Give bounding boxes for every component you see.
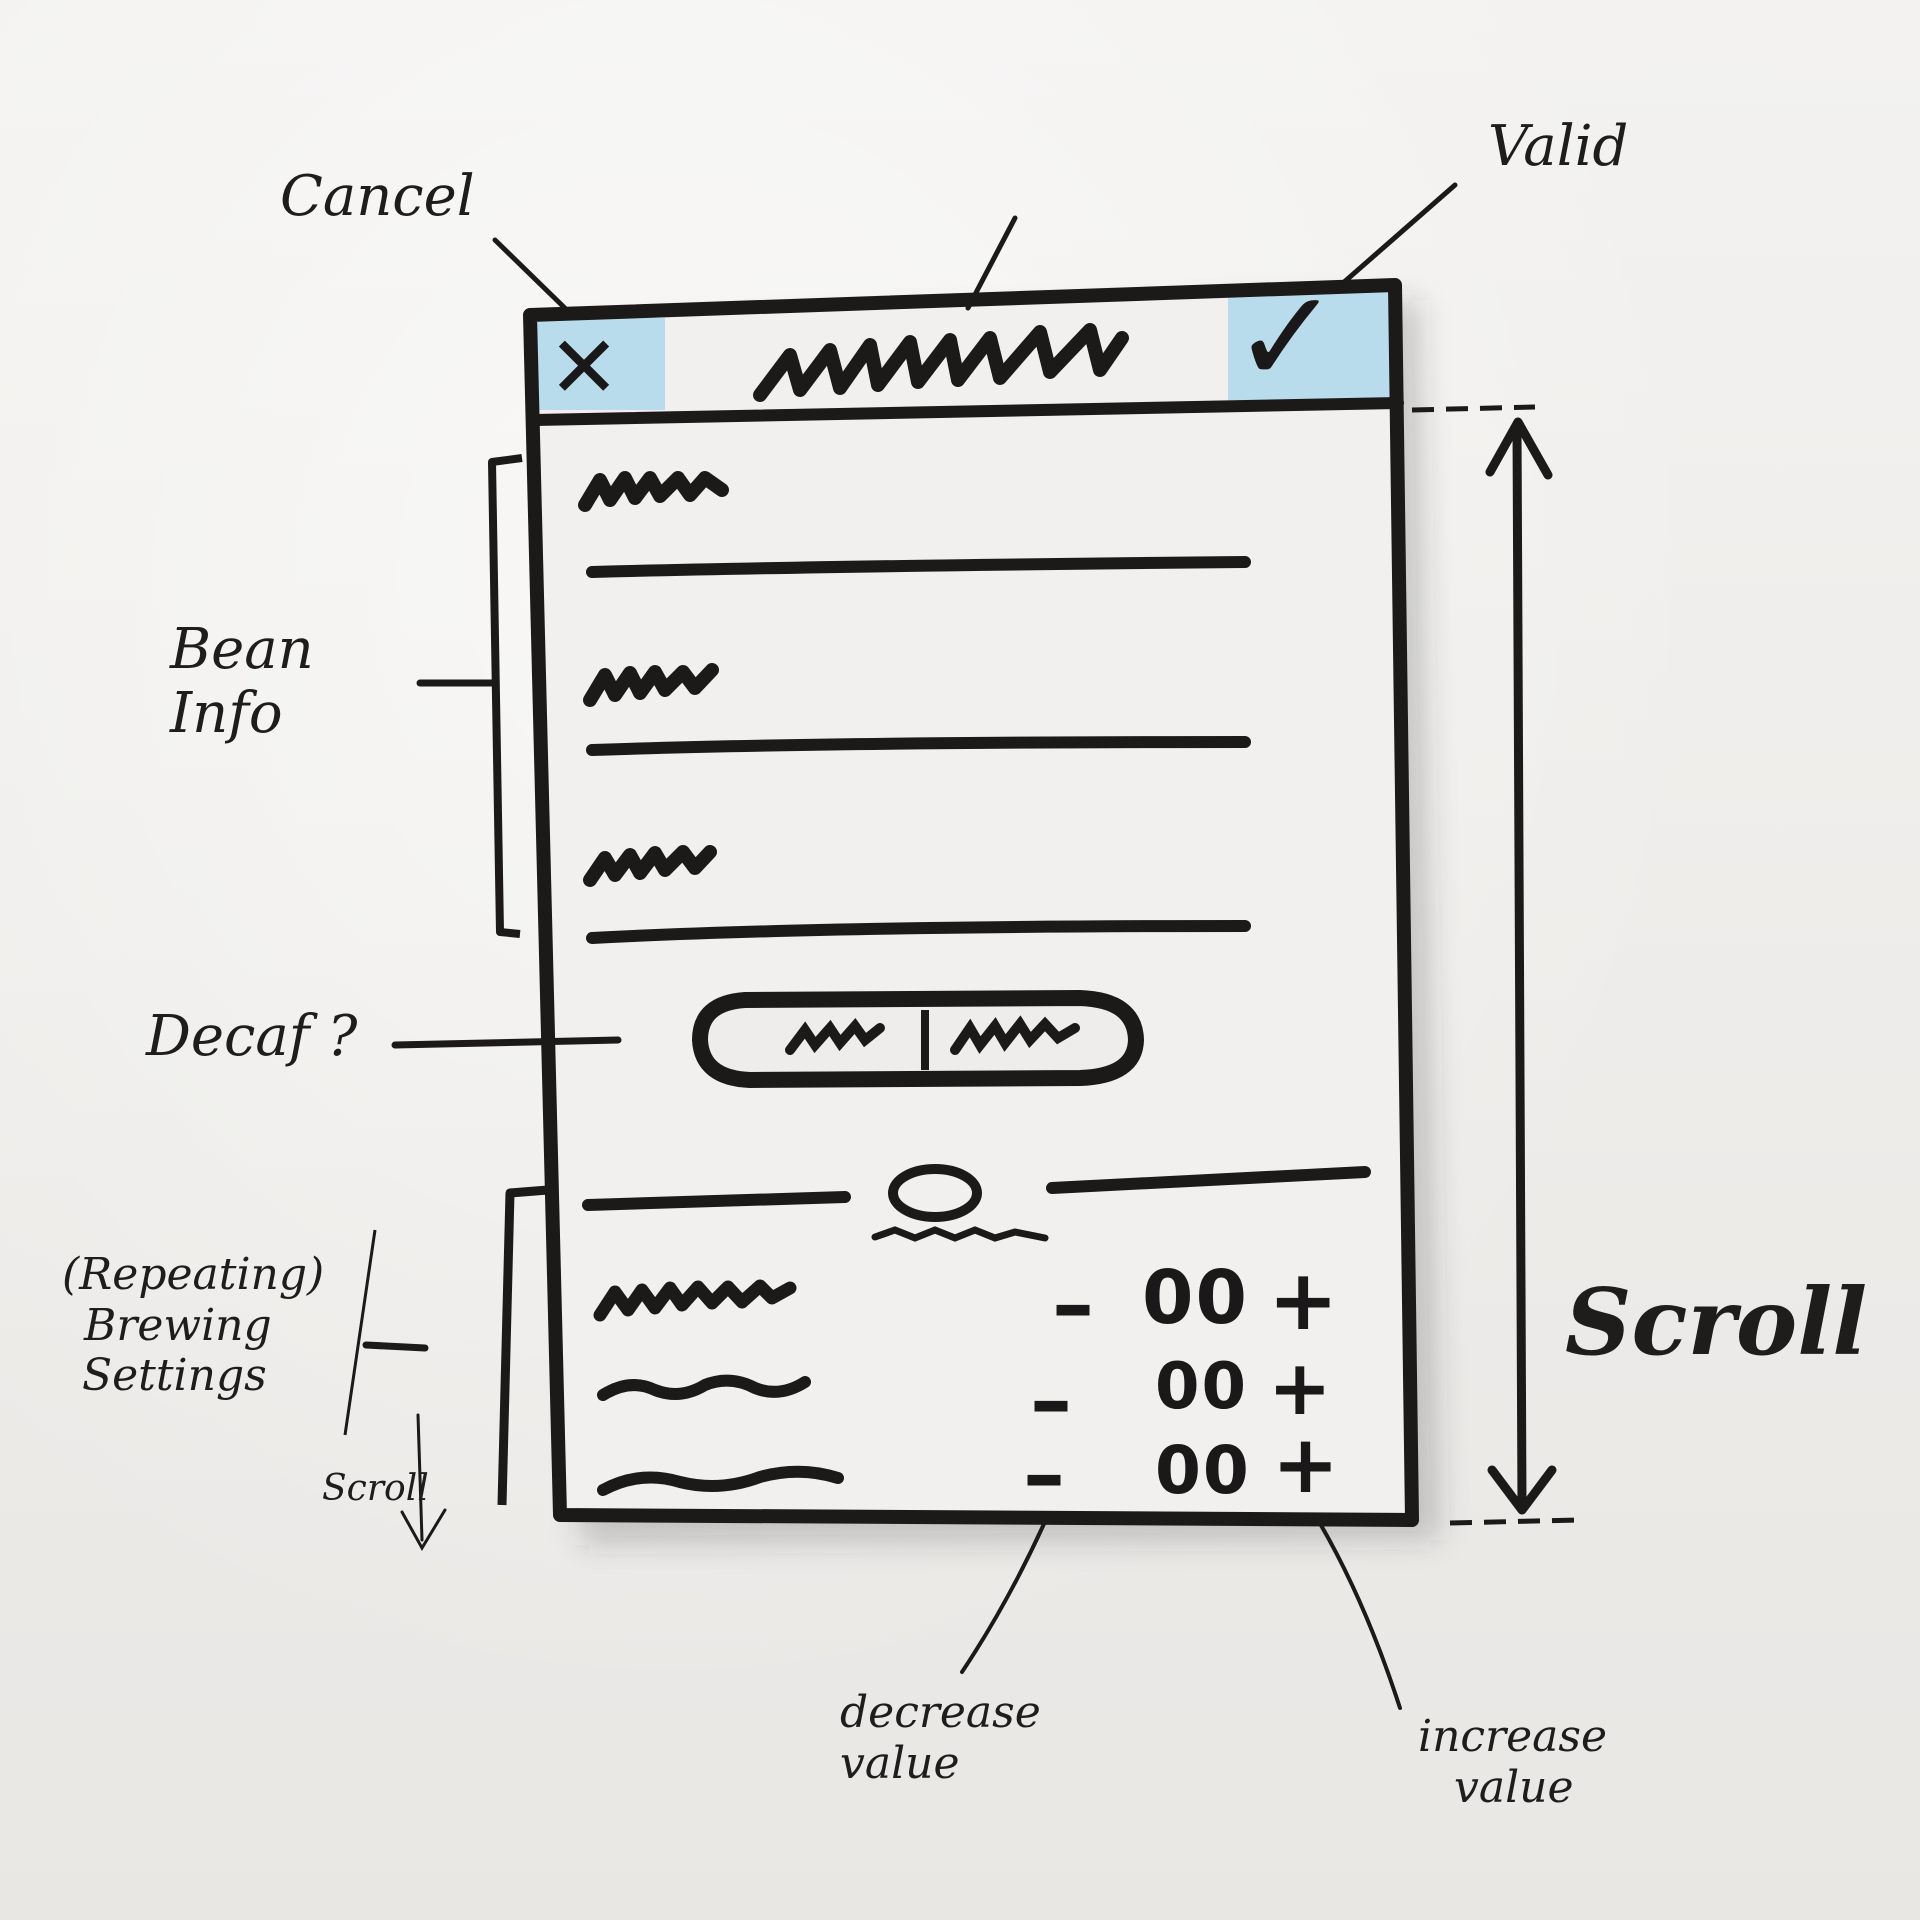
scroll-range-top [1411,404,1536,413]
bean-field-1[interactable] [585,465,1255,575]
cancel-button-bg [535,318,665,410]
annotation-bean-info-line2: Info [170,681,283,747]
annotation-cancel: Cancel [280,164,475,229]
header-divider [529,397,1404,426]
annotation-brewing-line2: Brewing [84,1299,272,1351]
brewing-leader [362,1341,429,1352]
annotation-bean-info: Bean Info [170,617,314,747]
scroll-range-bottom [1449,1517,1579,1526]
bean-field-2[interactable] [585,655,1255,755]
stepper-value: 00 [1155,1350,1249,1424]
title-placeholder [753,323,1129,402]
annotation-increase-line1: increase [1418,1711,1607,1762]
increase-button[interactable]: + [1272,1418,1340,1511]
increase-button[interactable]: + [1268,1343,1332,1432]
brewing-slash [343,1229,377,1436]
brew-row-1-label [593,1279,797,1322]
decrease-button[interactable]: – [1023,1425,1065,1523]
section-line-left [582,1191,851,1211]
field-label-3 [583,845,717,887]
valid-leader [1332,182,1458,293]
decaf-option-2-label [950,1015,1080,1055]
annotation-scroll: Scroll [1565,1268,1868,1376]
annotation-decrease-line1: decrease [840,1687,1041,1738]
annotation-valid: Valid [1488,114,1629,179]
section-title [871,1226,1049,1242]
scroll-arrow-up [1485,417,1553,480]
decrease-button[interactable]: – [1030,1351,1072,1449]
phone-screen [530,285,1412,1520]
annotation-scroll-small: Scroll [322,1468,429,1509]
valid-button-bg [1228,292,1392,400]
field-label-1 [578,471,729,512]
decrease-button[interactable]: – [1052,1255,1094,1353]
title-leader [965,215,1018,311]
annotation-brewing-line3: Settings [82,1350,267,1402]
decrease-leader [960,1513,1050,1674]
field-underline-1 [586,556,1251,578]
stepper-value: 00 [1142,1255,1249,1341]
annotation-brewing-settings: (Repeating) Brewing Settings [62,1249,325,1402]
annotation-brewing-line1: (Repeating) [62,1249,325,1300]
brew-row-2-label [597,1374,811,1401]
valid-button[interactable]: ✓ [1232,261,1341,413]
decaf-leader [391,1036,622,1049]
brewing-bracket [497,1185,549,1506]
page-indicator[interactable] [888,1164,982,1222]
scroll-arrow-down [1487,1465,1557,1515]
decaf-option-1-label [785,1017,885,1055]
decaf-option-2[interactable] [927,1000,1132,1078]
stepper-value: 00 [1155,1432,1251,1509]
field-underline-2 [586,736,1251,756]
cancel-leader [492,237,575,318]
field-label-2 [583,663,719,707]
scroll-small-arrow [400,1413,447,1551]
section-line-right [1046,1166,1371,1194]
scroll-arrow-shaft [1512,425,1527,1510]
increase-button[interactable]: + [1268,1251,1339,1349]
field-underline-3 [586,920,1251,944]
annotation-increase-line2: value [1454,1761,1574,1813]
annotation-decrease-value: decrease value [840,1687,1041,1789]
annotation-bean-info-line1: Bean [170,617,314,682]
annotation-decaf: Decaf ? [146,1004,358,1069]
cancel-button[interactable]: ✕ [548,318,621,418]
decaf-option-1[interactable] [705,1000,923,1078]
decaf-toggle [691,989,1145,1089]
bean-field-3[interactable] [585,840,1255,940]
increase-leader [1316,1518,1402,1710]
annotation-decrease-line2: value [840,1737,960,1789]
brew-row-3-label [597,1465,844,1496]
annotation-increase-value: increase value [1418,1711,1607,1813]
bean-info-bracket [488,454,523,938]
phone-frame [523,278,1419,1527]
